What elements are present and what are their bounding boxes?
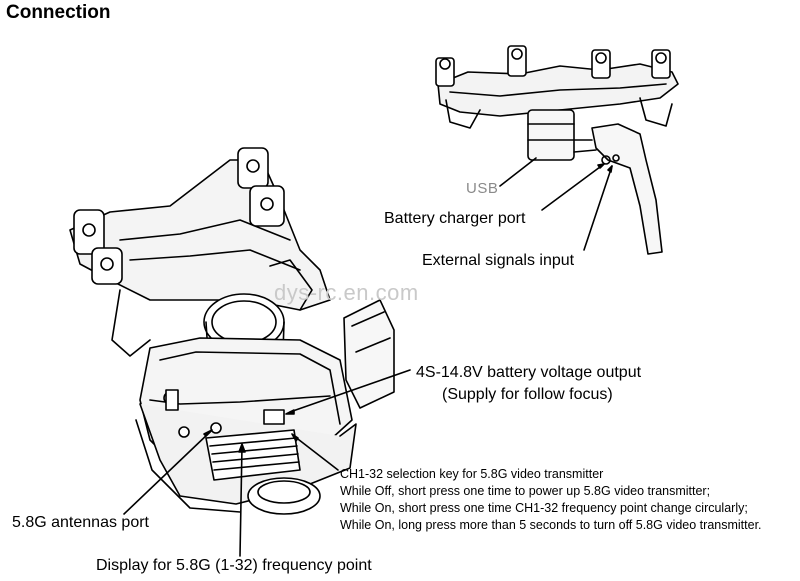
external-signals-input-label: External signals input — [422, 252, 575, 269]
ch-selection-line: While On, short press one time CH1-32 fr… — [340, 501, 748, 515]
antennas-port-label: 5.8G antennas port — [12, 514, 149, 531]
battery-voltage-output-label: 4S-14.8V battery voltage output — [416, 364, 642, 381]
small-gimbal-drawing — [435, 45, 679, 255]
page-title: Connection — [6, 2, 111, 23]
ch-selection-line: CH1-32 selection key for 5.8G video tran… — [340, 467, 604, 481]
usb-label: USB — [466, 180, 499, 197]
ch-selection-key-description: CH1-32 selection key for 5.8G video tran… — [340, 466, 762, 534]
ch-selection-line: While Off, short press one time to power… — [340, 484, 711, 498]
large-gimbal-drawing — [69, 147, 395, 515]
display-frequency-label: Display for 5.8G (1-32) frequency point — [96, 557, 372, 574]
watermark-text: dys-rc.en.com — [274, 280, 419, 305]
battery-charger-port-label: Battery charger port — [384, 210, 526, 227]
supply-follow-focus-label: (Supply for follow focus) — [442, 386, 613, 403]
ch-selection-line: While On, long press more than 5 seconds… — [340, 518, 762, 532]
